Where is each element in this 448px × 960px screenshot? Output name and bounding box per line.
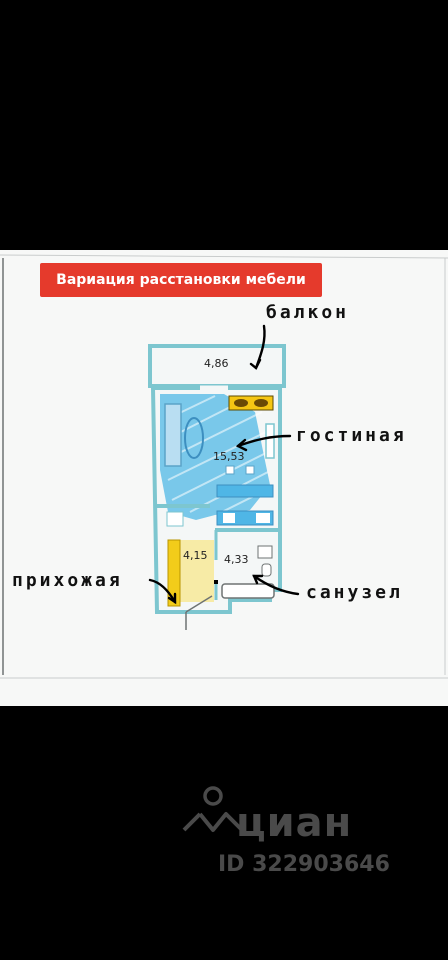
chair-left xyxy=(225,465,235,475)
stove xyxy=(223,513,235,523)
sink xyxy=(256,513,270,523)
area-balcony: 4,86 xyxy=(204,357,229,370)
entry-door xyxy=(185,595,213,613)
arrowhead-balcony xyxy=(249,358,262,370)
kitchen-counter xyxy=(216,484,274,498)
bed xyxy=(164,403,182,467)
label-balcony: балкон xyxy=(266,302,350,323)
area-hallway: 4,15 xyxy=(183,549,208,562)
arrow-hallway xyxy=(148,578,177,604)
toilet xyxy=(261,563,272,577)
watermark-id: ID 322903646 xyxy=(218,852,390,877)
chair-right xyxy=(245,465,255,475)
hallway-floor xyxy=(180,540,214,602)
rug xyxy=(184,417,204,459)
label-living-room: гостиная xyxy=(296,425,407,446)
page-title: Вариация расстановки мебели xyxy=(40,263,322,297)
washbasin xyxy=(257,545,273,559)
door-marker xyxy=(214,580,218,584)
wardrobe xyxy=(167,539,181,607)
arrowhead-living-room xyxy=(235,438,248,452)
annotation-arrows xyxy=(148,324,300,605)
tv-stand xyxy=(265,423,275,459)
arrow-living-room xyxy=(236,434,292,448)
watermark-brand: циан xyxy=(236,800,353,846)
arrow-bathroom xyxy=(252,574,300,596)
label-hallway: прихожая xyxy=(12,570,123,591)
cian-logo-icon xyxy=(182,786,246,834)
bathtub xyxy=(221,583,275,599)
label-bathroom: санузел xyxy=(306,582,403,603)
sheet-edge-top xyxy=(0,254,448,259)
area-bathroom: 4,33 xyxy=(224,553,249,566)
sofa-cushion-right xyxy=(254,399,268,407)
sofa-cushion-left xyxy=(234,399,248,407)
arrowhead-bathroom xyxy=(252,574,264,585)
arrowhead-hallway xyxy=(167,592,177,605)
entry-cabinet xyxy=(166,511,184,527)
area-living-room: 15,53 xyxy=(213,450,245,463)
